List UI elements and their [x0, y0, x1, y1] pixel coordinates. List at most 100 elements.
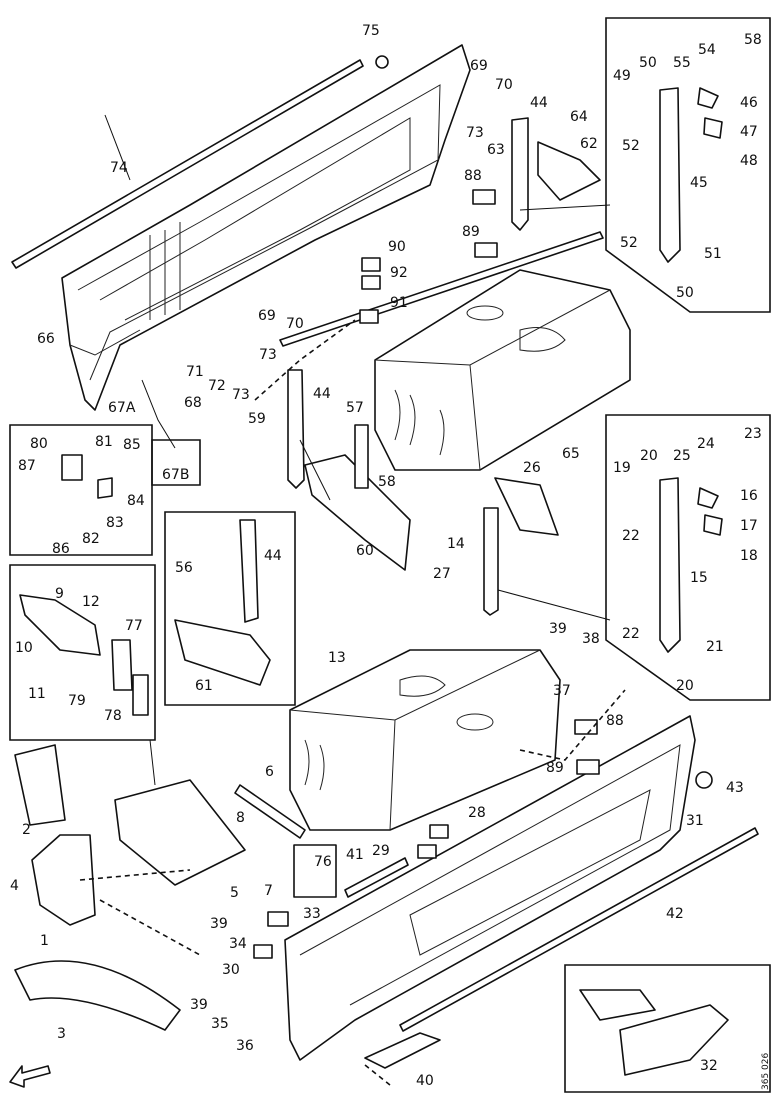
callout-34: 34	[229, 936, 247, 952]
assembly-line-2	[254, 319, 356, 401]
callout-75: 75	[362, 23, 380, 39]
step-frame	[114, 779, 246, 886]
callout-70a: 70	[495, 77, 513, 93]
callout-24: 24	[697, 436, 715, 452]
callout-67B: 67B	[162, 467, 189, 483]
assembly-line-1	[79, 869, 201, 956]
callout-49: 49	[613, 68, 631, 84]
bracket-44-mid	[287, 369, 305, 489]
callout-36: 36	[236, 1038, 254, 1054]
callout-85: 85	[123, 437, 141, 453]
callout-16: 16	[740, 488, 758, 504]
callout-74: 74	[110, 160, 128, 176]
detail-box-hinge	[9, 424, 153, 556]
callout-31: 31	[686, 813, 704, 829]
callout-21: 21	[706, 639, 724, 655]
pad-90	[361, 257, 381, 272]
upper-fuel-tank	[374, 269, 631, 471]
callout-52a: 52	[622, 138, 640, 154]
callout-labels: 1 2 3 4 5 6 7 8 9 10 11 12 13 14 15 16 1…	[10, 23, 762, 1089]
fairing-bracket-41	[344, 857, 409, 898]
callout-52b: 52	[620, 235, 638, 251]
drawing-number: 365 026	[761, 1053, 771, 1090]
pad-89-lower	[576, 759, 600, 775]
callout-30: 30	[222, 962, 240, 978]
callout-71: 71	[186, 364, 204, 380]
callout-72: 72	[208, 378, 226, 394]
callout-41: 41	[346, 847, 364, 863]
callout-35: 35	[211, 1016, 229, 1032]
step-housing-2	[14, 744, 66, 826]
callout-51: 51	[704, 246, 722, 262]
callout-20b: 20	[676, 678, 694, 694]
upper-side-fairing	[61, 44, 471, 411]
lower-weather-strip	[399, 827, 759, 1032]
callout-79: 79	[68, 693, 86, 709]
clip-43	[695, 771, 713, 789]
callout-67A: 67A	[108, 400, 136, 416]
callout-76: 76	[314, 854, 332, 870]
callout-82: 82	[82, 531, 100, 547]
callout-54: 54	[698, 42, 716, 58]
callout-4: 4	[10, 878, 19, 894]
callout-89b: 89	[546, 760, 564, 776]
callout-22b: 22	[622, 626, 640, 642]
callout-59: 59	[248, 411, 266, 427]
callout-63: 63	[487, 142, 505, 158]
pad-30	[253, 944, 273, 959]
callout-65: 65	[562, 446, 580, 462]
callout-62: 62	[580, 136, 598, 152]
callout-23: 23	[744, 426, 762, 442]
pad-92	[361, 275, 381, 290]
callout-69b: 69	[258, 308, 276, 324]
pad-91	[359, 309, 379, 324]
step-bracket-1	[31, 834, 96, 926]
rail-6	[234, 784, 306, 839]
callout-50a: 50	[639, 55, 657, 71]
bracket-62	[537, 141, 601, 201]
callout-32: 32	[700, 1058, 718, 1074]
detail-box-mount	[164, 511, 296, 706]
callout-17: 17	[740, 518, 758, 534]
callout-25: 25	[673, 448, 691, 464]
detail-box-step-cover	[564, 964, 771, 1093]
plate-33	[267, 911, 289, 927]
callout-3: 3	[57, 1026, 66, 1042]
assembly-line-3	[519, 689, 626, 761]
callout-45: 45	[690, 175, 708, 191]
callout-39c: 39	[190, 997, 208, 1013]
callout-13: 13	[328, 650, 346, 666]
bracket-44-upper	[511, 117, 529, 231]
callout-66: 66	[37, 331, 55, 347]
callout-39b: 39	[210, 916, 228, 932]
callout-81: 81	[95, 434, 113, 450]
cap-75	[375, 55, 389, 69]
callout-60: 60	[356, 543, 374, 559]
callout-9: 9	[55, 586, 64, 602]
callout-29: 29	[372, 843, 390, 859]
callout-92: 92	[390, 265, 408, 281]
lower-fuel-tank	[289, 649, 561, 831]
callout-80: 80	[30, 436, 48, 452]
callout-27: 27	[433, 566, 451, 582]
detail-box-67B	[151, 439, 201, 486]
callout-33: 33	[303, 906, 321, 922]
callout-42: 42	[666, 906, 684, 922]
detail-box-lower-bracket	[605, 414, 771, 701]
detail-box-step-bracket	[9, 564, 156, 741]
callout-20a: 20	[640, 448, 658, 464]
pad-88-lower	[574, 719, 598, 735]
callout-44a: 44	[530, 95, 548, 111]
callout-57: 57	[346, 400, 364, 416]
callout-50b: 50	[676, 285, 694, 301]
callout-47: 47	[740, 124, 758, 140]
pad-88-upper	[472, 189, 496, 205]
upper-weather-strip	[11, 59, 364, 269]
callout-58a: 58	[744, 32, 762, 48]
bracket-26	[494, 477, 559, 536]
callout-58b: 58	[378, 474, 396, 490]
callout-38: 38	[582, 631, 600, 647]
callout-40: 40	[416, 1073, 434, 1089]
callout-37: 37	[553, 683, 571, 699]
callout-6: 6	[265, 764, 274, 780]
